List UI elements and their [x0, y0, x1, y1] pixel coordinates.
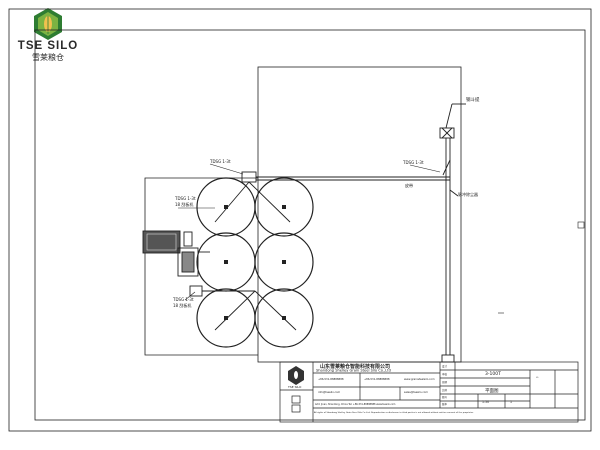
drawing-scale: 1:50 [482, 400, 489, 404]
title-block-logo-text: TSE SILO [287, 385, 302, 389]
tb-label-version: 版本 [442, 402, 448, 406]
title-block-logo-icon [288, 366, 304, 385]
logo-brand-cn: 雪莱粮仓 [32, 53, 64, 62]
tb-label-scale: 比例 [442, 388, 448, 392]
label-dust-collector: 脉冲除尘器 [458, 191, 478, 197]
outer-frame [8, 8, 592, 432]
silo-area-outline [144, 177, 258, 356]
contact-2: +86-531-88888888 [364, 377, 390, 381]
building-outline [257, 66, 462, 363]
bucket-elevator [439, 103, 466, 363]
label-conveyor-top: TDSG 1-3t [209, 159, 231, 164]
frame-marker [577, 221, 585, 229]
silo-group [196, 177, 314, 348]
top-conveyor [214, 171, 450, 223]
logo-brand-text: TSE SILO [17, 40, 79, 52]
company-name-cn: 山东雪莱粮仓智能科技有限公司 [320, 363, 390, 370]
tb-label-number: 图号 [442, 395, 448, 399]
label-belt: 皮带 [405, 182, 413, 188]
tb-label-design: 设计 [442, 364, 448, 368]
svg-text:▭: ▭ [536, 376, 539, 379]
dryer-equipment [142, 230, 210, 277]
tb-label-review: 审核 [442, 372, 448, 376]
label-conveyor-bottom: TDSG 1-3t [172, 297, 194, 302]
silo-6 [254, 288, 314, 348]
bottom-conveyor [189, 285, 297, 331]
label-conveyor-left: TDSG 1-3t [174, 196, 196, 201]
project-name: 3-100T [485, 371, 501, 377]
top-distributor [241, 171, 257, 183]
label-conveyor-bottom-sub: 18 刮板机 [173, 302, 191, 308]
contact-3: www.grainsteelsilo.com [404, 377, 435, 381]
contact-5: sales@tsesilo.com [404, 390, 428, 394]
leader-lines [178, 163, 441, 301]
company-address: Add: Jinan, Shandong, China Tel: +86-531… [315, 403, 396, 406]
sheet-number: 1 [510, 400, 512, 404]
label-tower-top: 钢斗提 [466, 96, 480, 103]
contact-1: +86-531-88888888 [318, 377, 344, 381]
title-block [279, 361, 579, 423]
silo-4 [254, 232, 314, 292]
contact-4: info@tsesilo.com [318, 390, 341, 394]
company-name-en: Shandong Shelley Grain Steel Silo Co.,Lt… [316, 369, 391, 373]
tb-label-date: 日期 [442, 380, 448, 384]
silo-2 [254, 177, 314, 237]
drawing-name: 平面图 [485, 388, 499, 394]
label-conveyor-right: TDSG 1-3t [402, 160, 424, 165]
inner-frame [34, 29, 586, 421]
label-conveyor-left-sub: 18 刮板机 [175, 201, 193, 207]
copyright-notice: All rights of Shandong Shelley Grain Ste… [314, 411, 474, 414]
